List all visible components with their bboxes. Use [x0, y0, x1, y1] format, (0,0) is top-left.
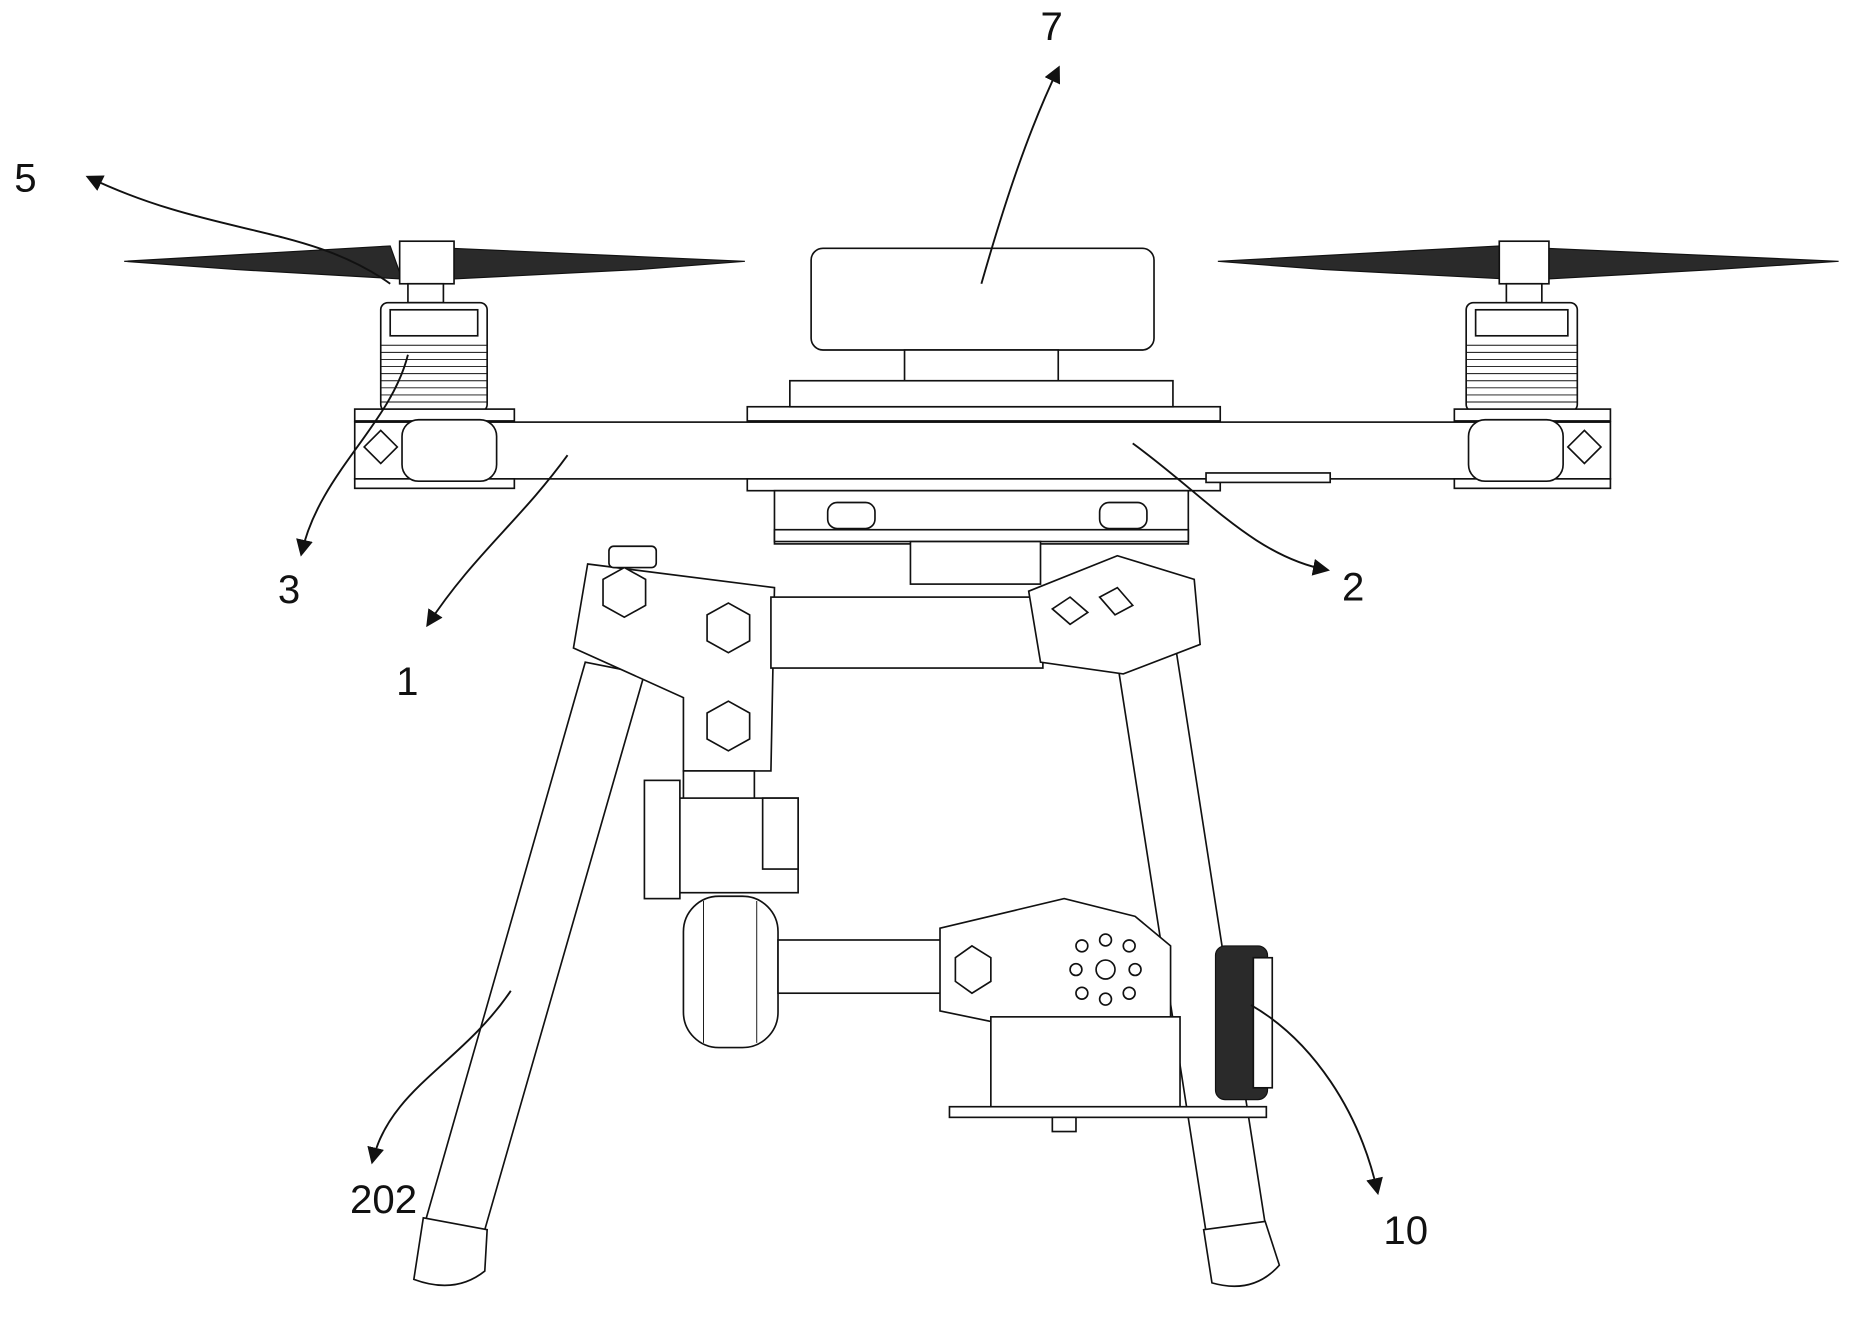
label-3: 3	[278, 567, 300, 612]
label-10: 10	[1383, 1208, 1428, 1253]
callout-1: 1	[396, 455, 567, 704]
top-box	[811, 248, 1154, 350]
label-1: 1	[396, 659, 418, 704]
label-5: 5	[14, 156, 36, 201]
gimbal-roll-motor	[683, 896, 778, 1047]
center-frame	[747, 381, 1330, 584]
label-7: 7	[1041, 4, 1063, 49]
right-propeller	[1218, 241, 1839, 302]
left-motor	[381, 303, 487, 412]
gimbal-vertical-motor	[644, 771, 798, 899]
label-202: 202	[350, 1177, 417, 1222]
label-2: 2	[1342, 565, 1364, 610]
camera-lens	[1216, 946, 1273, 1100]
callout-7: 7	[981, 4, 1062, 284]
gimbal-connector	[771, 597, 1043, 668]
callout-10: 10	[1251, 1005, 1428, 1253]
main-arm-tube	[355, 422, 1611, 479]
left-landing-leg	[414, 662, 645, 1285]
right-motor	[1466, 303, 1577, 412]
left-propeller	[124, 241, 745, 302]
gimbal-horizontal-arm	[778, 940, 944, 993]
